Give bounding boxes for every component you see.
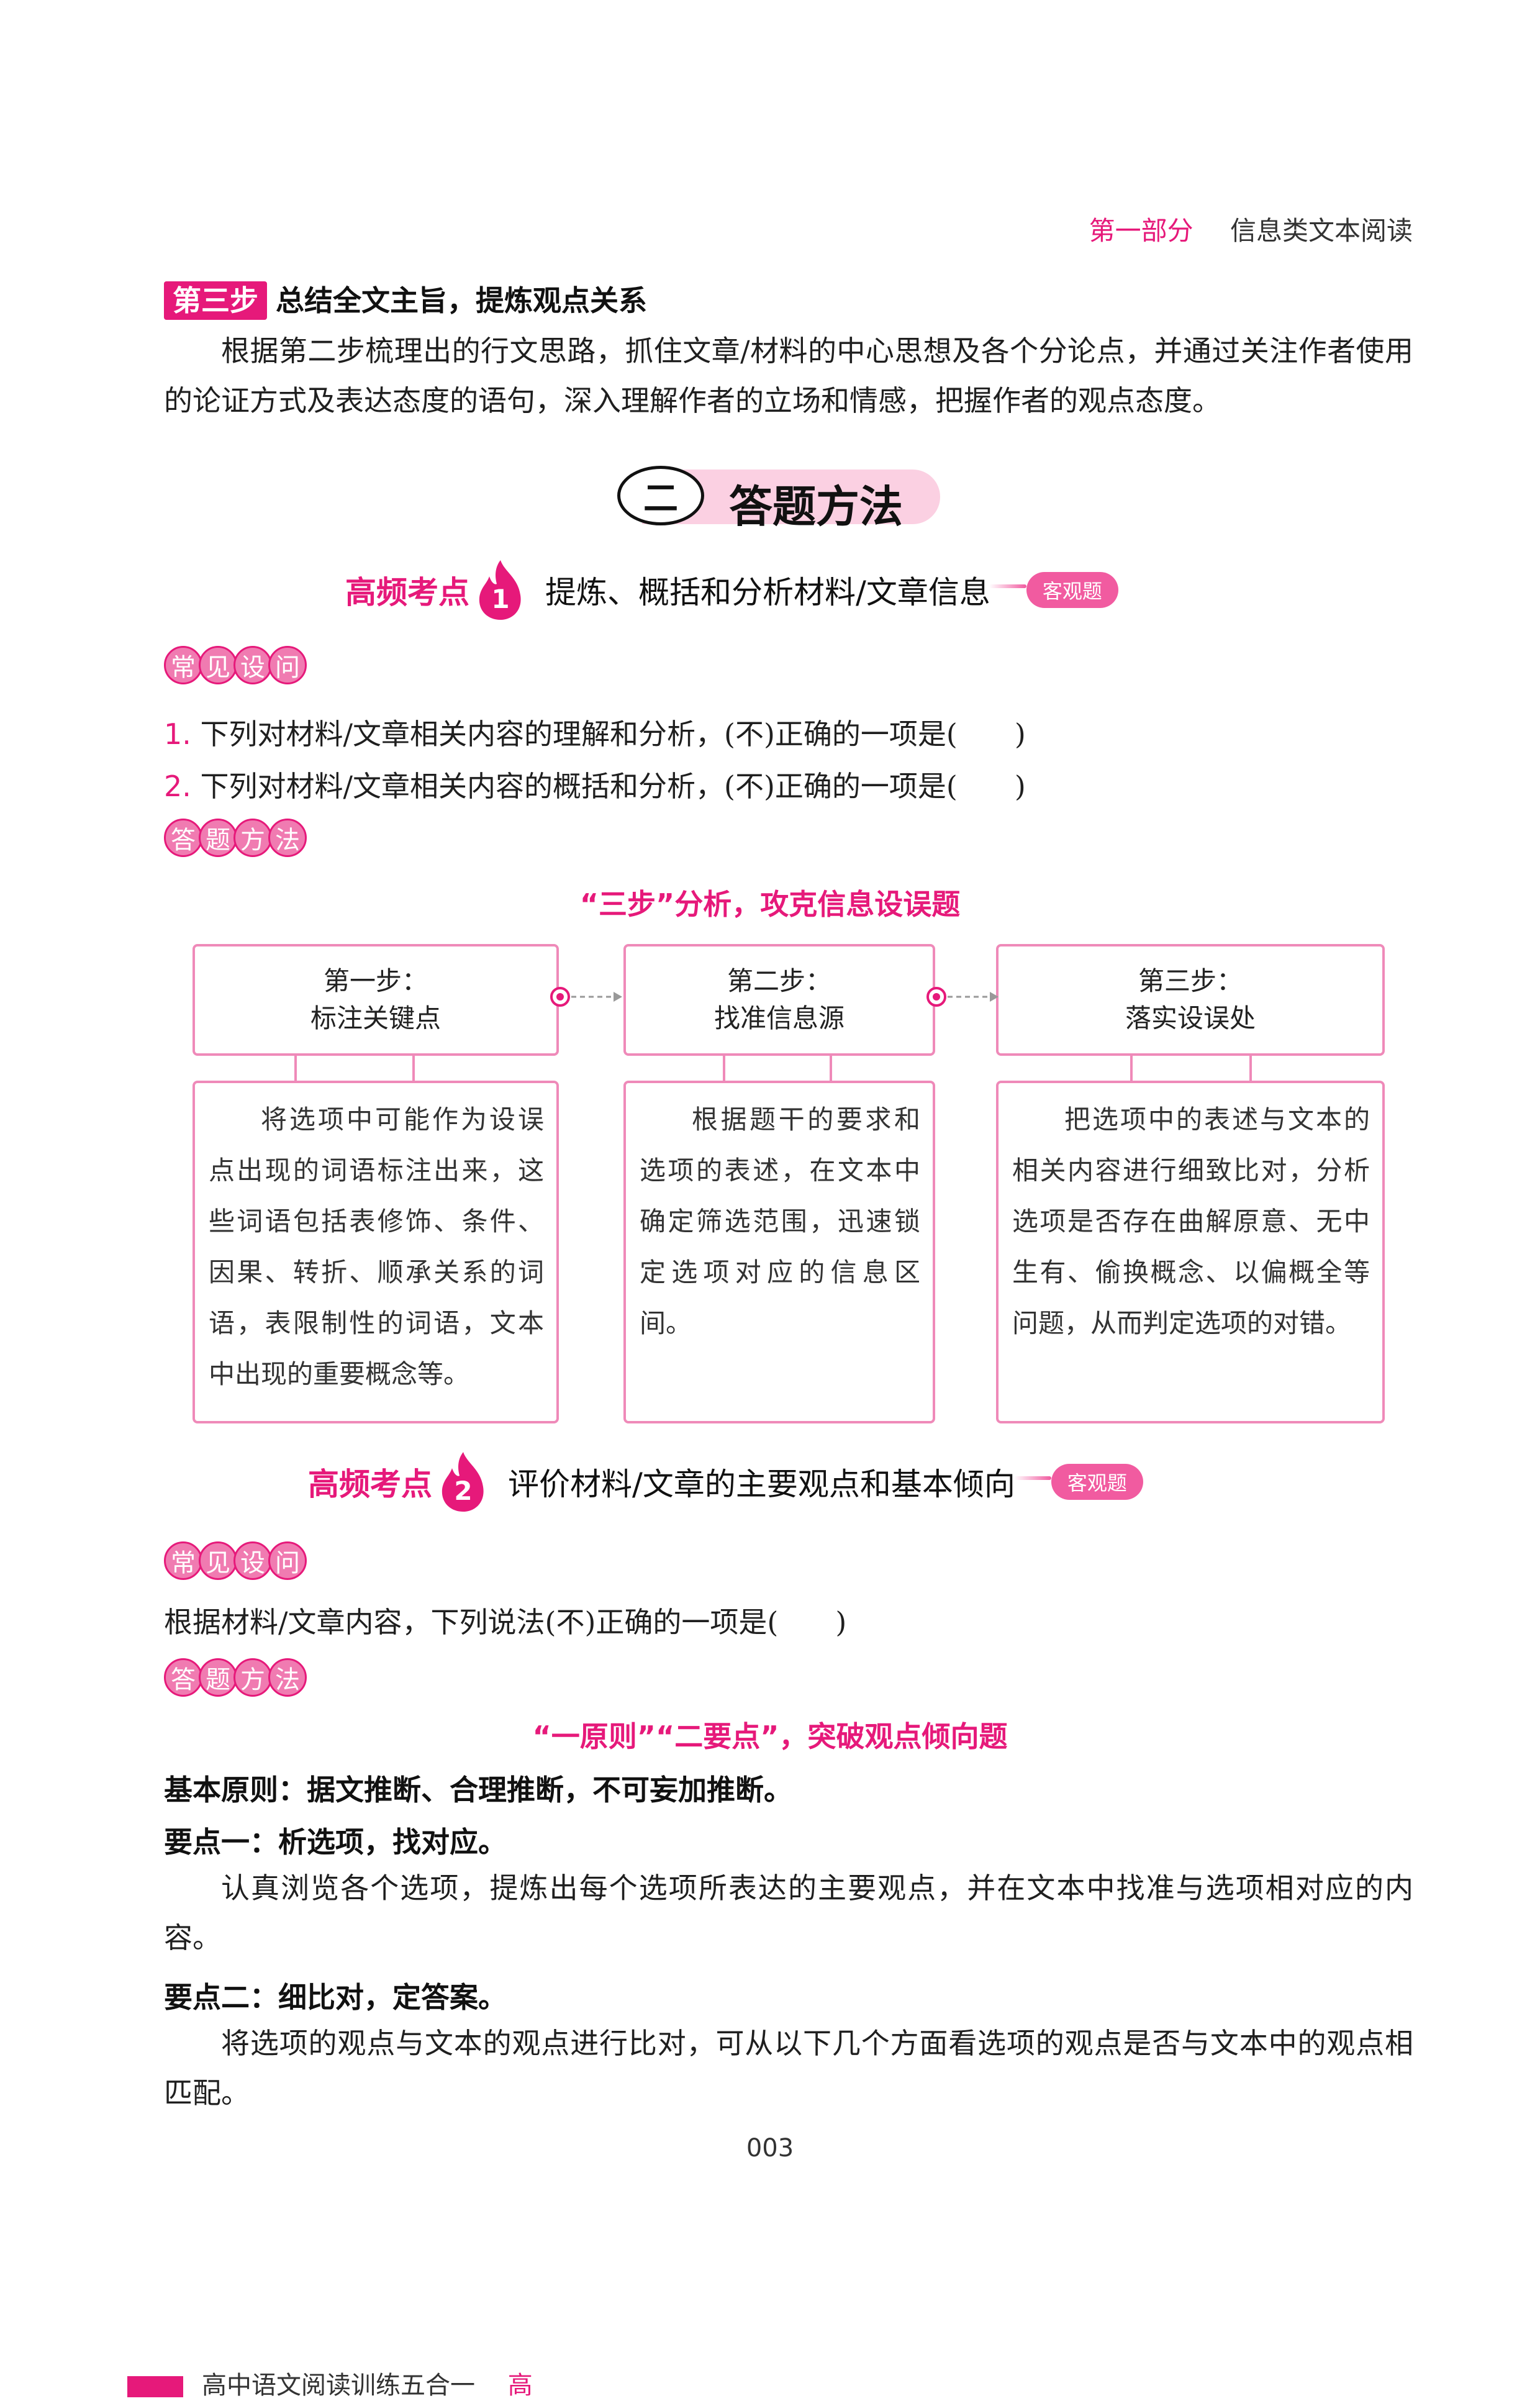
step-title-line: 第一步： [323,966,428,996]
bubble-char: 题 [199,1658,237,1697]
hf2-point1-body: 认真浏览各个选项，提炼出每个选项所表达的主要观点，并在文本中找准与选项相对应的内… [164,1871,1413,1954]
bubble-char: 法 [268,819,307,857]
connector-line [830,1056,832,1082]
bubble-char: 见 [199,646,237,684]
hf1-badge: 客观题 [989,572,1118,608]
question-text: 下列对材料/文章相关内容的理解和分析，(不)正确的一项是( ) [200,717,1026,751]
bubble-char: 法 [268,1658,307,1697]
bubble-char: 常 [164,646,202,684]
step-title-line: 标注关键点 [310,1003,441,1033]
hf1-question-1: 1. 下列对材料/文章相关内容的理解和分析，(不)正确的一项是( ) [164,712,1026,753]
bubble-char: 设 [233,1541,272,1580]
hf2-label: 高频考点 [308,1466,432,1502]
flame-icon: 1 [477,559,524,621]
bubble-char: 问 [268,646,307,684]
hf2-principle: 基本原则：据文推断、合理推断，不可妄加推断。 [164,1768,792,1809]
question-number: 2. [164,769,191,803]
step3-body: 根据第二步梳理出的行文思路，抓住文章/材料的中心思想及各个分论点，并通过关注作者… [164,334,1413,417]
hf2-method-heading: “一原则”“二要点”，突破观点倾向题 [532,1720,1008,1753]
connector-line [1249,1056,1252,1082]
point2-text: 要点二：细比对，定答案。 [164,1981,507,2014]
step-box-1-body: 将选项中可能作为设误点出现的词语标注出来，这些词语包括表修饰、条件、因果、转折、… [192,1081,559,1423]
question-number: 1. [164,717,191,751]
page-number: 003 [746,2134,794,2163]
hf1-label: 高频考点 [345,574,469,610]
bubble-char: 方 [233,1658,272,1697]
footer-sub: 高 [507,2371,533,2400]
question-text: 下列对材料/文章相关内容的概括和分析，(不)正确的一项是( ) [200,769,1026,803]
arrow-connector-1 [550,987,622,1007]
point1-text: 要点一：析选项，找对应。 [164,1825,507,1859]
hf2-badge: 客观题 [1013,1464,1143,1500]
hf1-heading: 高频考点 1 提炼、概括和分析材料/文章信息 客观题 [345,559,1118,621]
step-box-1-title: 第一步： 标注关键点 [192,944,559,1056]
running-header: 第一部分 信息类文本阅读 [1089,210,1413,248]
step-title-line: 找准信息源 [713,1003,845,1033]
flame-icon: 2 [440,1451,487,1513]
step-box-2-title: 第二步： 找准信息源 [623,944,935,1056]
hf2-number: 2 [454,1476,473,1506]
arrow-connector-2 [926,987,999,1007]
hf1-number: 1 [491,584,510,614]
bubble-char: 问 [268,1541,307,1580]
footer-bar [127,2376,183,2397]
bubble-char: 题 [199,819,237,857]
header-part: 第一部分 [1089,216,1194,246]
section-title: 答题方法 [729,481,903,532]
step-title-line: 第三步： [1138,966,1243,996]
hf1-method-label: 答 题 方 法 [164,819,307,857]
footer-text: 高中语文阅读训练五合一 [202,2371,475,2400]
bubble-char: 常 [164,1541,202,1580]
hf2-point2: 要点二：细比对，定答案。 [164,1975,507,2016]
step-title-line: 第二步： [727,966,831,996]
next-page-footer: 高中语文阅读训练五合一 高 [127,2365,533,2401]
hf2-common-questions-label: 常 见 设 问 [164,1541,307,1580]
previous-page-number: 002 [714,0,826,4]
hf2-heading: 高频考点 2 评价材料/文章的主要观点和基本倾向 客观题 [308,1451,1143,1513]
principle-text: 基本原则：据文推断、合理推断，不可妄加推断。 [164,1773,792,1807]
hf1-method-heading: “三步”分析，攻克信息设误题 [579,887,961,921]
hf1-topic: 提炼、概括和分析材料/文章信息 [545,574,990,610]
header-title: 信息类文本阅读 [1230,216,1413,246]
bubble-char: 方 [233,819,272,857]
step3-title: 总结全文主旨，提炼观点关系 [276,284,647,317]
bubble-char: 见 [199,1541,237,1580]
section-number: 二 [617,466,704,525]
step3-tag: 第三步 [164,281,267,320]
step-box-2-body: 根据题干的要求和选项的表述，在文本中确定筛选范围，迅速锁定选项对应的信息区间。 [623,1081,935,1423]
hf1-question-2: 2. 下列对材料/文章相关内容的概括和分析，(不)正确的一项是( ) [164,764,1026,805]
step-box-3-title: 第三步： 落实设误处 [996,944,1385,1056]
connector-line [723,1056,725,1082]
hf2-method-label: 答 题 方 法 [164,1658,307,1697]
hf2-topic: 评价材料/文章的主要观点和基本倾向 [508,1466,1015,1502]
step-box-3-body: 把选项中的表述与文本的相关内容进行细致比对，分析选项是否存在曲解原意、无中生有、… [996,1081,1385,1423]
bubble-char: 设 [233,646,272,684]
step-title-line: 落实设误处 [1125,1003,1256,1033]
connector-line [294,1056,297,1082]
connector-line [1130,1056,1133,1082]
hf1-common-questions-label: 常 见 设 问 [164,646,307,684]
bubble-char: 答 [164,1658,202,1697]
hf2-point2-body: 将选项的观点与文本的观点进行比对，可从以下几个方面看选项的观点是否与文本中的观点… [164,2027,1413,2110]
hf2-question: 根据材料/文章内容，下列说法(不)正确的一项是( ) [164,1605,847,1639]
bubble-char: 答 [164,819,202,857]
connector-line [412,1056,415,1082]
hf2-point1: 要点一：析选项，找对应。 [164,1820,507,1861]
step3-heading: 第三步总结全文主旨，提炼观点关系 [164,278,647,320]
